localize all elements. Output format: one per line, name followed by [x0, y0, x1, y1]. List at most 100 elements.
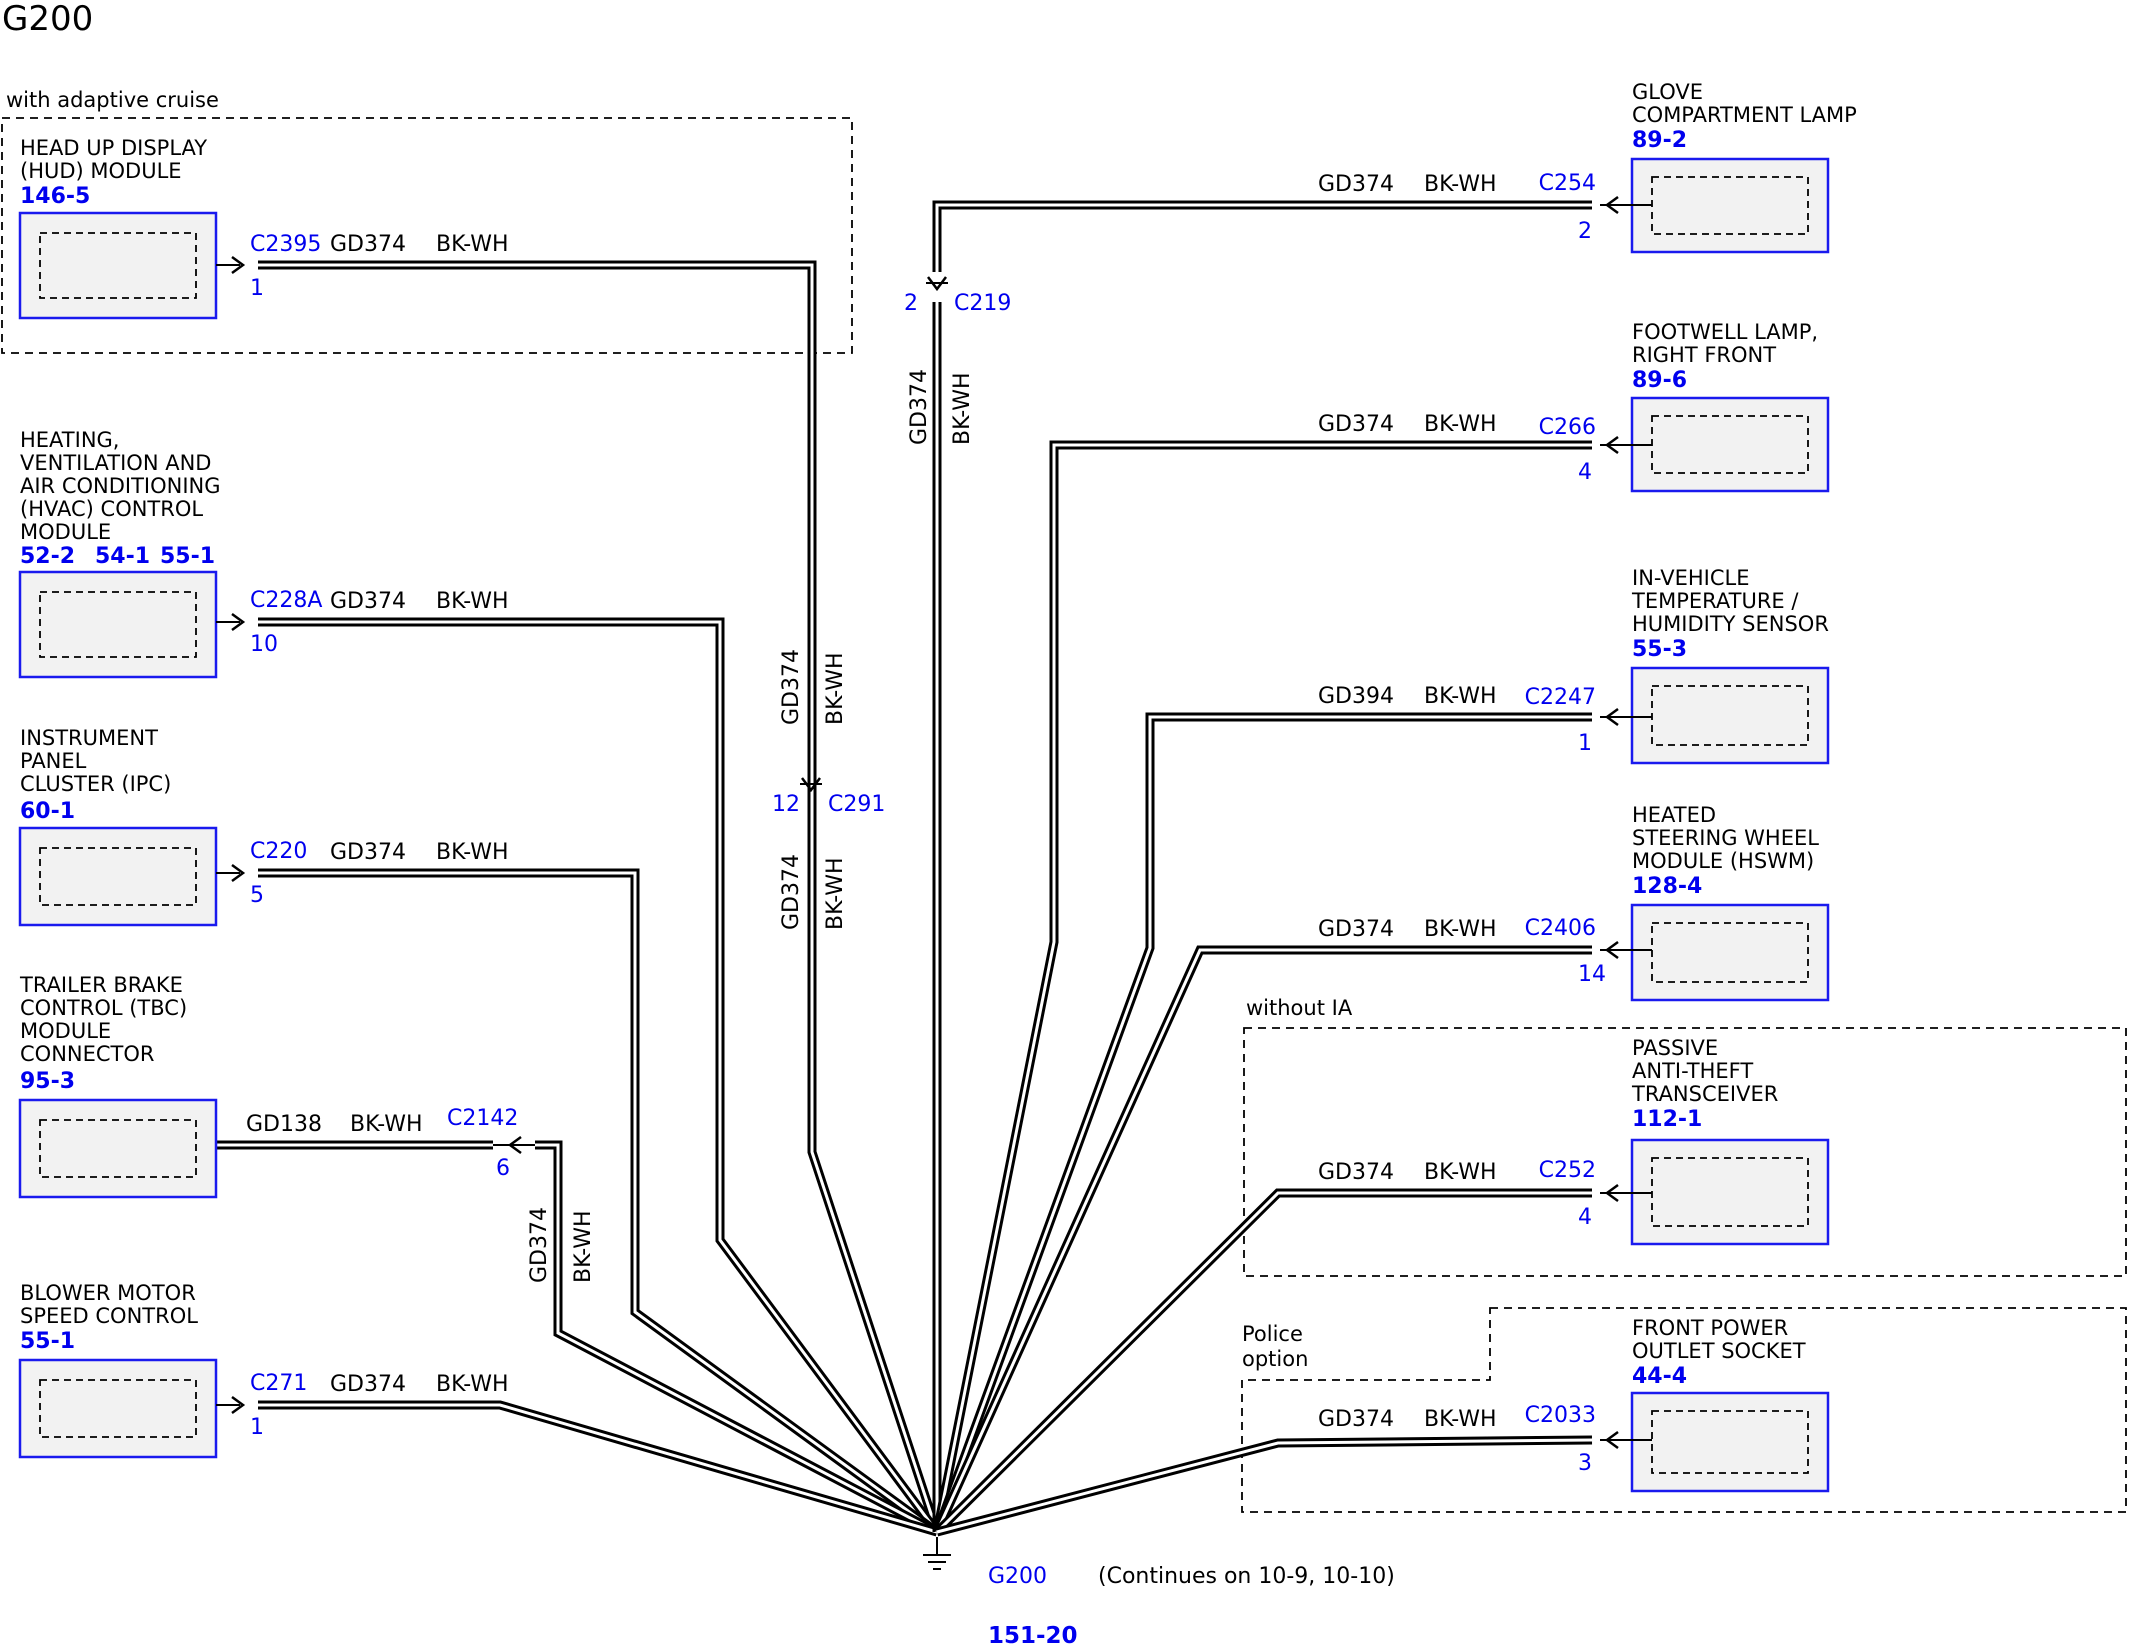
component-blower-box — [18, 1358, 218, 1459]
wire-hswm-color: BK-WH — [1424, 917, 1497, 942]
component-pats-name-line: ANTI-THEFT — [1632, 1059, 1753, 1083]
component-hvac-ref: 55-1 — [160, 544, 215, 569]
component-hvac-box — [18, 570, 218, 679]
connector-c254: C254 2 — [1539, 171, 1652, 244]
component-glove-ref: 89-2 — [1632, 128, 1687, 153]
wire-hswm-circuit: GD374 — [1318, 917, 1394, 942]
component-pats-ref: 112-1 — [1632, 1107, 1702, 1132]
wire-hvac — [258, 617, 941, 1535]
wire-outlet — [935, 1435, 1593, 1537]
component-invehicle-ref: 55-3 — [1632, 637, 1687, 662]
component-outlet-name-line: FRONT POWER — [1632, 1316, 1788, 1340]
wire-hvac-color: BK-WH — [436, 589, 509, 614]
component-glove-box — [1630, 157, 1830, 254]
wire-hswm — [932, 945, 1592, 1534]
connector-pats-pin: 4 — [1578, 1205, 1592, 1230]
connector-c291: 12 C291 GD374 BK-WH GD374 BK-WH — [772, 649, 885, 930]
ground-g200: G200 151-20 (Continues on 10-9, 10-10) — [923, 1537, 1395, 1645]
component-pats-name-line: TRANSCEIVER — [1631, 1082, 1778, 1106]
c291-circuit-below: GD374 — [779, 854, 804, 930]
connector-glove-label: C254 — [1539, 171, 1596, 196]
wire-footwell — [932, 440, 1592, 1533]
group-label-option: option — [1242, 1347, 1308, 1371]
wire-pats — [933, 1188, 1592, 1536]
c219-color: BK-WH — [950, 372, 975, 445]
connector-ipc-label: C220 — [250, 839, 307, 864]
component-invehicle-box — [1630, 666, 1830, 765]
wire-tbc-circuit: GD138 — [246, 1112, 322, 1137]
wire-tbc-color: BK-WH — [350, 1112, 423, 1137]
wire-ipc-color: BK-WH — [436, 840, 509, 865]
wire-ipc — [258, 868, 940, 1536]
connector-invehicle-pin: 1 — [1578, 731, 1592, 756]
connector-tbc-label: C2142 — [447, 1106, 518, 1131]
group-label-police: Police — [1242, 1322, 1303, 1346]
ground-name: G200 — [988, 1564, 1047, 1589]
wire-tbc-vertical-color: BK-WH — [571, 1210, 596, 1283]
connector-c252: C252 4 — [1539, 1158, 1652, 1230]
diagram-title: G200 — [2, 0, 93, 39]
c219-circuit: GD374 — [907, 369, 932, 445]
c291-color-below: BK-WH — [823, 857, 848, 930]
components: HEAD UP DISPLAY(HUD) MODULE146-5C23951GD… — [18, 80, 1857, 1493]
connector-hvac-pin: 10 — [250, 632, 278, 657]
connector-c291-label: C291 — [828, 792, 885, 817]
component-footwell-name-line: RIGHT FRONT — [1632, 343, 1776, 367]
wire-footwell-circuit: GD374 — [1318, 412, 1394, 437]
wire-blower — [258, 1400, 939, 1537]
component-tbc-name-line: CONTROL (TBC) — [20, 996, 187, 1020]
component-tbc-name-line: CONNECTOR — [20, 1042, 155, 1066]
connector-hswm-label: C2406 — [1525, 916, 1596, 941]
component-ipc-name-line: PANEL — [20, 749, 87, 773]
component-hvac-name-line: MODULE — [20, 520, 111, 544]
component-hvac-name-line: (HVAC) CONTROL — [20, 497, 203, 521]
component-hvac-name-line: AIR CONDITIONING — [20, 474, 221, 498]
connector-outlet-label: C2033 — [1525, 1403, 1596, 1428]
wire-blower-circuit: GD374 — [330, 1372, 406, 1397]
component-tbc-box — [18, 1098, 218, 1199]
c291-color-above: BK-WH — [823, 652, 848, 725]
connector-footwell-label: C266 — [1539, 415, 1596, 440]
component-hswm-name-line: HEATED — [1632, 803, 1716, 827]
component-outlet-box — [1630, 1391, 1830, 1493]
connector-c2395: C2395 1 — [216, 232, 321, 301]
wire-glove-circuit: GD374 — [1318, 172, 1394, 197]
component-hswm-ref: 128-4 — [1632, 874, 1702, 899]
wire-glove-color: BK-WH — [1424, 172, 1497, 197]
wire-pats-color: BK-WH — [1424, 1160, 1497, 1185]
component-pats-box — [1630, 1138, 1830, 1246]
connector-pats-label: C252 — [1539, 1158, 1596, 1183]
component-outlet-ref: 44-4 — [1632, 1364, 1687, 1389]
component-tbc-name-line: MODULE — [20, 1019, 111, 1043]
component-pats-name-line: PASSIVE — [1632, 1036, 1718, 1060]
wires — [217, 200, 1593, 1537]
component-pats: PASSIVEANTI-THEFTTRANSCEIVER112-1C2524GD… — [1318, 1036, 1830, 1246]
group-adaptive-cruise: with adaptive cruise — [1, 88, 853, 354]
ground-note: (Continues on 10-9, 10-10) — [1098, 1564, 1395, 1589]
wire-blower-color: BK-WH — [436, 1372, 509, 1397]
connector-hud-label: C2395 — [250, 232, 321, 257]
connector-glove-pin: 2 — [1578, 219, 1592, 244]
component-footwell-ref: 89-6 — [1632, 368, 1687, 393]
component-hvac-ref: 54-1 — [95, 544, 150, 569]
component-invehicle-name-line: HUMIDITY SENSOR — [1632, 612, 1829, 636]
component-hud-name-line: (HUD) MODULE — [20, 159, 182, 183]
component-outlet-name-line: OUTLET SOCKET — [1632, 1339, 1806, 1363]
component-hswm-name-line: MODULE (HSWM) — [1632, 849, 1814, 873]
wire-footwell-color: BK-WH — [1424, 412, 1497, 437]
component-hvac-name-line: HEATING, — [20, 428, 119, 452]
group-police-option: Police option — [1241, 1307, 2127, 1513]
connector-c219: 2 C219 GD374 BK-WH — [904, 276, 1011, 445]
component-glove-name-line: GLOVE — [1632, 80, 1703, 104]
connector-hud-pin: 1 — [250, 276, 264, 301]
component-hvac-ref: 52-2 — [20, 544, 75, 569]
